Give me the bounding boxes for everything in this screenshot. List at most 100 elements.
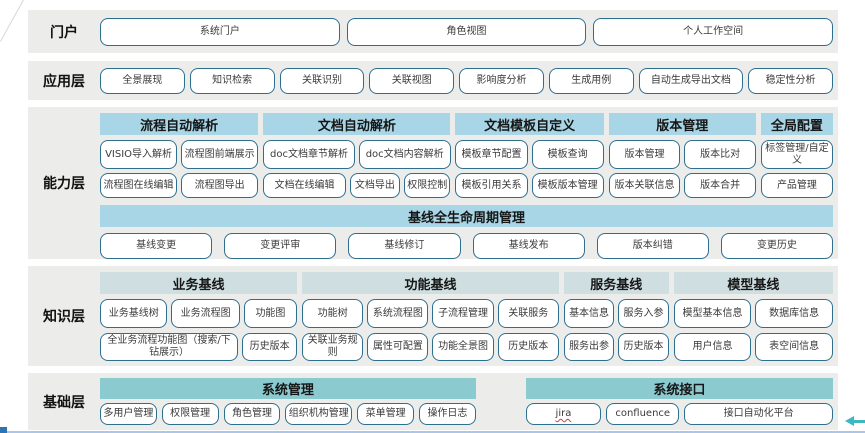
group-header: 全局配置 (760, 113, 833, 135)
application-item-button[interactable]: 关联视图 (369, 67, 455, 94)
application-item-button[interactable]: 知识检索 (189, 67, 275, 94)
knowledge-item-button[interactable]: 业务基线树 (100, 299, 168, 328)
foundation-layer-label: 基础层 (43, 394, 85, 411)
baseline-item-button[interactable]: 基线修订 (348, 233, 461, 259)
group-header: 系统管理 (100, 378, 476, 399)
portal-layer: 门户 系统门户 角色视图 个人工作空间 (28, 10, 838, 53)
knowledge-group-service-baseline: 服务基线 基本信息 服务入参 服务出参 历史版本 (563, 272, 669, 361)
knowledge-group-function-baseline: 功能基线 功能树 系统流程图 子流程管理 关联服务 关联业务规则 属性可配置 功… (302, 272, 559, 361)
application-item-button[interactable]: 影响度分析 (459, 67, 544, 94)
knowledge-item-button[interactable]: 属性可配置 (367, 333, 429, 361)
capability-feature-button[interactable]: 模板引用关系 (455, 173, 528, 198)
capability-feature-button[interactable]: 权限控制 (403, 173, 451, 198)
capability-feature-button[interactable]: 模板查询 (531, 140, 604, 169)
knowledge-item-button[interactable]: 用户信息 (673, 333, 752, 361)
knowledge-item-button[interactable]: 系统流程图 (367, 299, 429, 328)
knowledge-layer: 知识层 业务基线 业务基线树 业务流程图 功能图 全业务流程功能图（搜索/下钻展… (28, 266, 838, 366)
knowledge-group-model-baseline: 模型基线 模型基本信息 数据库信息 用户信息 表空间信息 (673, 272, 834, 361)
capability-feature-button[interactable]: 产品管理 (760, 173, 833, 198)
knowledge-item-button[interactable]: 表空间信息 (755, 333, 834, 361)
arrow-shaft (854, 419, 865, 423)
group-header: 功能基线 (302, 272, 559, 294)
knowledge-item-button[interactable]: 功能全景图 (432, 333, 494, 361)
group-header: 版本管理 (608, 113, 756, 135)
application-layer: 应用层 全景展现 知识检索 关联识别 关联视图 影响度分析 生成用例 自动生成导… (28, 61, 838, 100)
capability-feature-button[interactable]: doc文档章节解析 (263, 140, 355, 169)
arrow-head-icon (845, 416, 854, 426)
knowledge-item-button[interactable]: 历史版本 (618, 333, 669, 361)
capability-feature-button[interactable]: 版本管理 (608, 140, 681, 169)
capability-feature-button[interactable]: 模板版本管理 (531, 173, 604, 198)
portal-layer-label: 门户 (50, 24, 78, 41)
capability-feature-button[interactable]: 流程图在线编辑 (100, 173, 178, 198)
portal-item-button[interactable]: 个人工作空间 (593, 17, 834, 46)
knowledge-item-button[interactable]: 服务出参 (563, 333, 615, 361)
foundation-item-button[interactable]: 权限管理 (161, 403, 219, 425)
capability-feature-button[interactable]: 流程图导出 (181, 173, 259, 198)
foundation-item-button[interactable]: 多用户管理 (100, 403, 157, 425)
baseline-item-button[interactable]: 变更历史 (720, 233, 834, 259)
foundation-group-system-mgmt: 系统管理 多用户管理 权限管理 角色管理 组织机构管理 菜单管理 操作日志 (100, 378, 476, 425)
knowledge-item-button[interactable]: 模型基本信息 (673, 299, 752, 328)
capability-feature-button[interactable]: doc文档内容解析 (358, 140, 451, 169)
knowledge-item-button[interactable]: 关联服务 (497, 299, 559, 328)
foundation-item-button[interactable]: 角色管理 (223, 403, 281, 425)
foundation-item-button[interactable]: confluence (606, 403, 680, 425)
capability-feature-button[interactable]: 文档导出 (349, 173, 400, 198)
group-header: 业务基线 (100, 272, 298, 294)
baseline-item-button[interactable]: 版本纠错 (596, 233, 709, 259)
capability-feature-button[interactable]: 文档在线编辑 (263, 173, 346, 198)
capability-group-version-mgmt: 版本管理 版本管理 版本比对 版本关联信息 版本合并 (608, 113, 756, 198)
capability-group-doc-parsing: 文档自动解析 doc文档章节解析 doc文档内容解析 文档在线编辑 文档导出 权… (263, 113, 451, 198)
knowledge-item-button[interactable]: 功能图 (243, 299, 298, 328)
foundation-group-system-interface: 系统接口 jira confluence 接口自动化平台 (525, 378, 833, 425)
knowledge-item-button[interactable]: 数据库信息 (755, 299, 834, 328)
baseline-item-button[interactable]: 基线变更 (100, 233, 213, 259)
application-item-button[interactable]: 关联识别 (279, 67, 365, 94)
foundation-item-button[interactable]: 操作日志 (419, 403, 476, 425)
application-item-button[interactable]: 全景展现 (100, 67, 185, 94)
group-header: 文档自动解析 (263, 113, 451, 135)
knowledge-item-button[interactable]: 全业务流程功能图（搜索/下钻展示） (100, 333, 239, 361)
knowledge-item-button[interactable]: 业务流程图 (171, 299, 240, 328)
foundation-item-button[interactable]: 接口自动化平台 (684, 403, 833, 425)
knowledge-item-button[interactable]: 功能树 (302, 299, 364, 328)
capability-feature-button[interactable]: VISIO导入解析 (100, 140, 178, 169)
capability-feature-button[interactable]: 版本关联信息 (608, 173, 681, 198)
capability-feature-button[interactable]: 版本比对 (684, 140, 756, 169)
knowledge-item-button[interactable]: 服务入参 (618, 299, 669, 328)
knowledge-item-button[interactable]: 关联业务规则 (302, 333, 364, 361)
capability-feature-button[interactable]: 流程图前端展示 (181, 140, 259, 169)
capability-group-process-parsing: 流程自动解析 VISIO导入解析 流程图前端展示 流程图在线编辑 流程图导出 (100, 113, 259, 198)
bottom-divider-cap (0, 427, 7, 433)
application-item-button[interactable]: 自动生成导出文档 (638, 67, 744, 94)
capability-feature-button[interactable]: 版本合并 (684, 173, 756, 198)
capability-feature-button[interactable]: 模板章节配置 (455, 140, 528, 169)
knowledge-item-button[interactable]: 历史版本 (242, 333, 298, 361)
teal-arrow-icon (845, 416, 865, 426)
baseline-item-button[interactable]: 变更评审 (224, 233, 337, 259)
baseline-lifecycle-header: 基线全生命周期管理 (100, 205, 833, 227)
capability-feature-button[interactable]: 标签管理/自定义 (760, 140, 833, 169)
capability-group-global-config: 全局配置 标签管理/自定义 产品管理 (760, 113, 833, 198)
portal-item-button[interactable]: 角色视图 (346, 17, 587, 46)
baseline-item-button[interactable]: 基线发布 (472, 233, 585, 259)
group-header: 文档模板自定义 (455, 113, 604, 135)
group-header: 流程自动解析 (100, 113, 259, 135)
knowledge-group-business-baseline: 业务基线 业务基线树 业务流程图 功能图 全业务流程功能图（搜索/下钻展示） 历… (100, 272, 298, 361)
foundation-item-button[interactable]: jira (525, 403, 602, 425)
corner-fold-line (0, 0, 25, 42)
application-item-button[interactable]: 稳定性分析 (748, 67, 833, 94)
foundation-item-button[interactable]: 组织机构管理 (285, 403, 353, 425)
knowledge-item-button[interactable]: 子流程管理 (432, 299, 494, 328)
foundation-item-button[interactable]: 菜单管理 (357, 403, 415, 425)
bottom-divider-line (0, 431, 865, 433)
group-header: 系统接口 (525, 378, 833, 399)
capability-layer-label: 能力层 (43, 176, 85, 192)
knowledge-item-button[interactable]: 历史版本 (497, 333, 559, 361)
group-header: 服务基线 (563, 272, 669, 294)
portal-item-button[interactable]: 系统门户 (100, 17, 340, 46)
knowledge-item-button[interactable]: 基本信息 (563, 299, 615, 328)
application-item-button[interactable]: 生成用例 (548, 67, 634, 94)
